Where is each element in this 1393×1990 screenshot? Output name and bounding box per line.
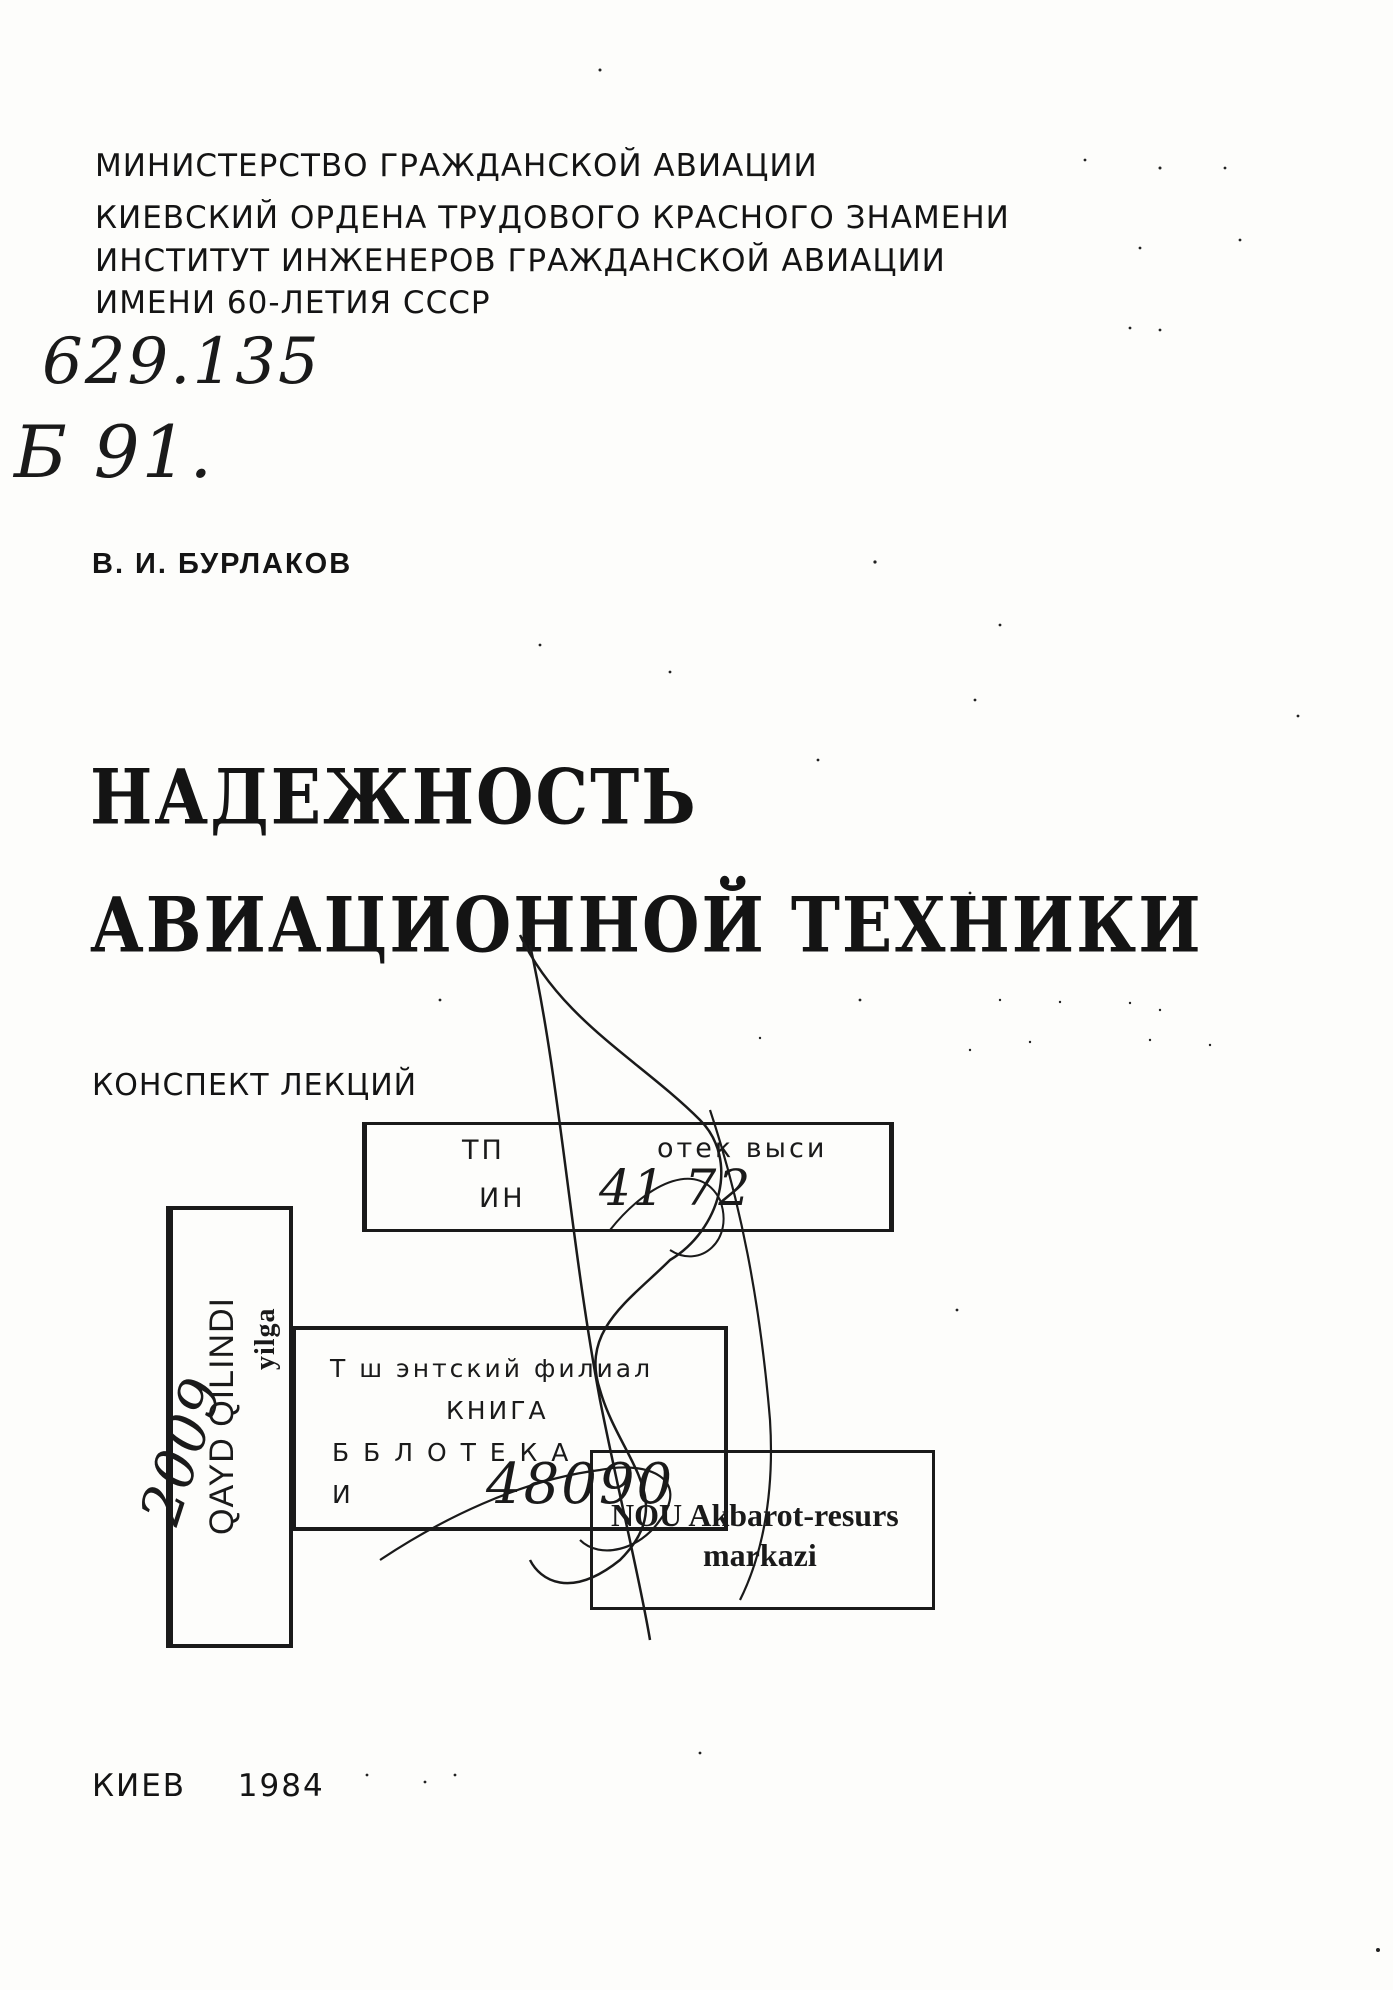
- registered-stamp-suffix: yilga: [250, 1307, 281, 1370]
- resource-center-stamp-line1: NOU Akbarot-resurs: [611, 1497, 899, 1533]
- library-branch-stamp-line2: КНИГА: [446, 1396, 549, 1425]
- resource-center-stamp-line2: markazi: [703, 1537, 817, 1573]
- header-institute-line2: ИНСТИТУТ ИНЖЕНЕРОВ ГРАЖДАНСКОЙ АВИАЦИИ: [95, 243, 946, 279]
- imprint-year: 1984: [237, 1768, 325, 1804]
- library-stamp-top-line1: ТП: [462, 1135, 505, 1166]
- title-line2: АВИАЦИОННОЙ ТЕХНИКИ: [90, 880, 1203, 970]
- registered-stamp: QAYD QILINDI yilga: [166, 1206, 293, 1648]
- library-stamp-top-number: 41 72: [599, 1159, 753, 1217]
- library-branch-stamp-line4: И: [332, 1480, 354, 1509]
- handwritten-index-code: Б 91.: [14, 410, 215, 494]
- library-stamp-top-line2: ИН: [479, 1183, 526, 1214]
- imprint: КИЕВ 1984: [92, 1768, 325, 1804]
- subtitle: КОНСПЕКТ ЛЕКЦИЙ: [92, 1068, 418, 1103]
- imprint-city: КИЕВ: [92, 1768, 187, 1804]
- header-institute-line3: ИМЕНИ 60-ЛЕТИЯ СССР: [95, 285, 491, 321]
- title-line1: НАДЕЖНОСТЬ: [90, 752, 698, 842]
- author-name: В. И. БУРЛАКОВ: [92, 548, 353, 580]
- header-ministry: МИНИСТЕРСТВО ГРАЖДАНСКОЙ АВИАЦИИ: [95, 148, 818, 184]
- resource-center-stamp: NOU Akbarot-resurs markazi: [590, 1450, 935, 1610]
- header-institute-line1: КИЕВСКИЙ ОРДЕНА ТРУДОВОГО КРАСНОГО ЗНАМЕ…: [95, 200, 1010, 236]
- library-stamp-top: ТП отек выси ИН 41 72: [362, 1122, 894, 1232]
- handwritten-udc-code: 629.135: [42, 325, 321, 399]
- library-branch-stamp-line1: Т ш энтский филиал: [330, 1354, 654, 1383]
